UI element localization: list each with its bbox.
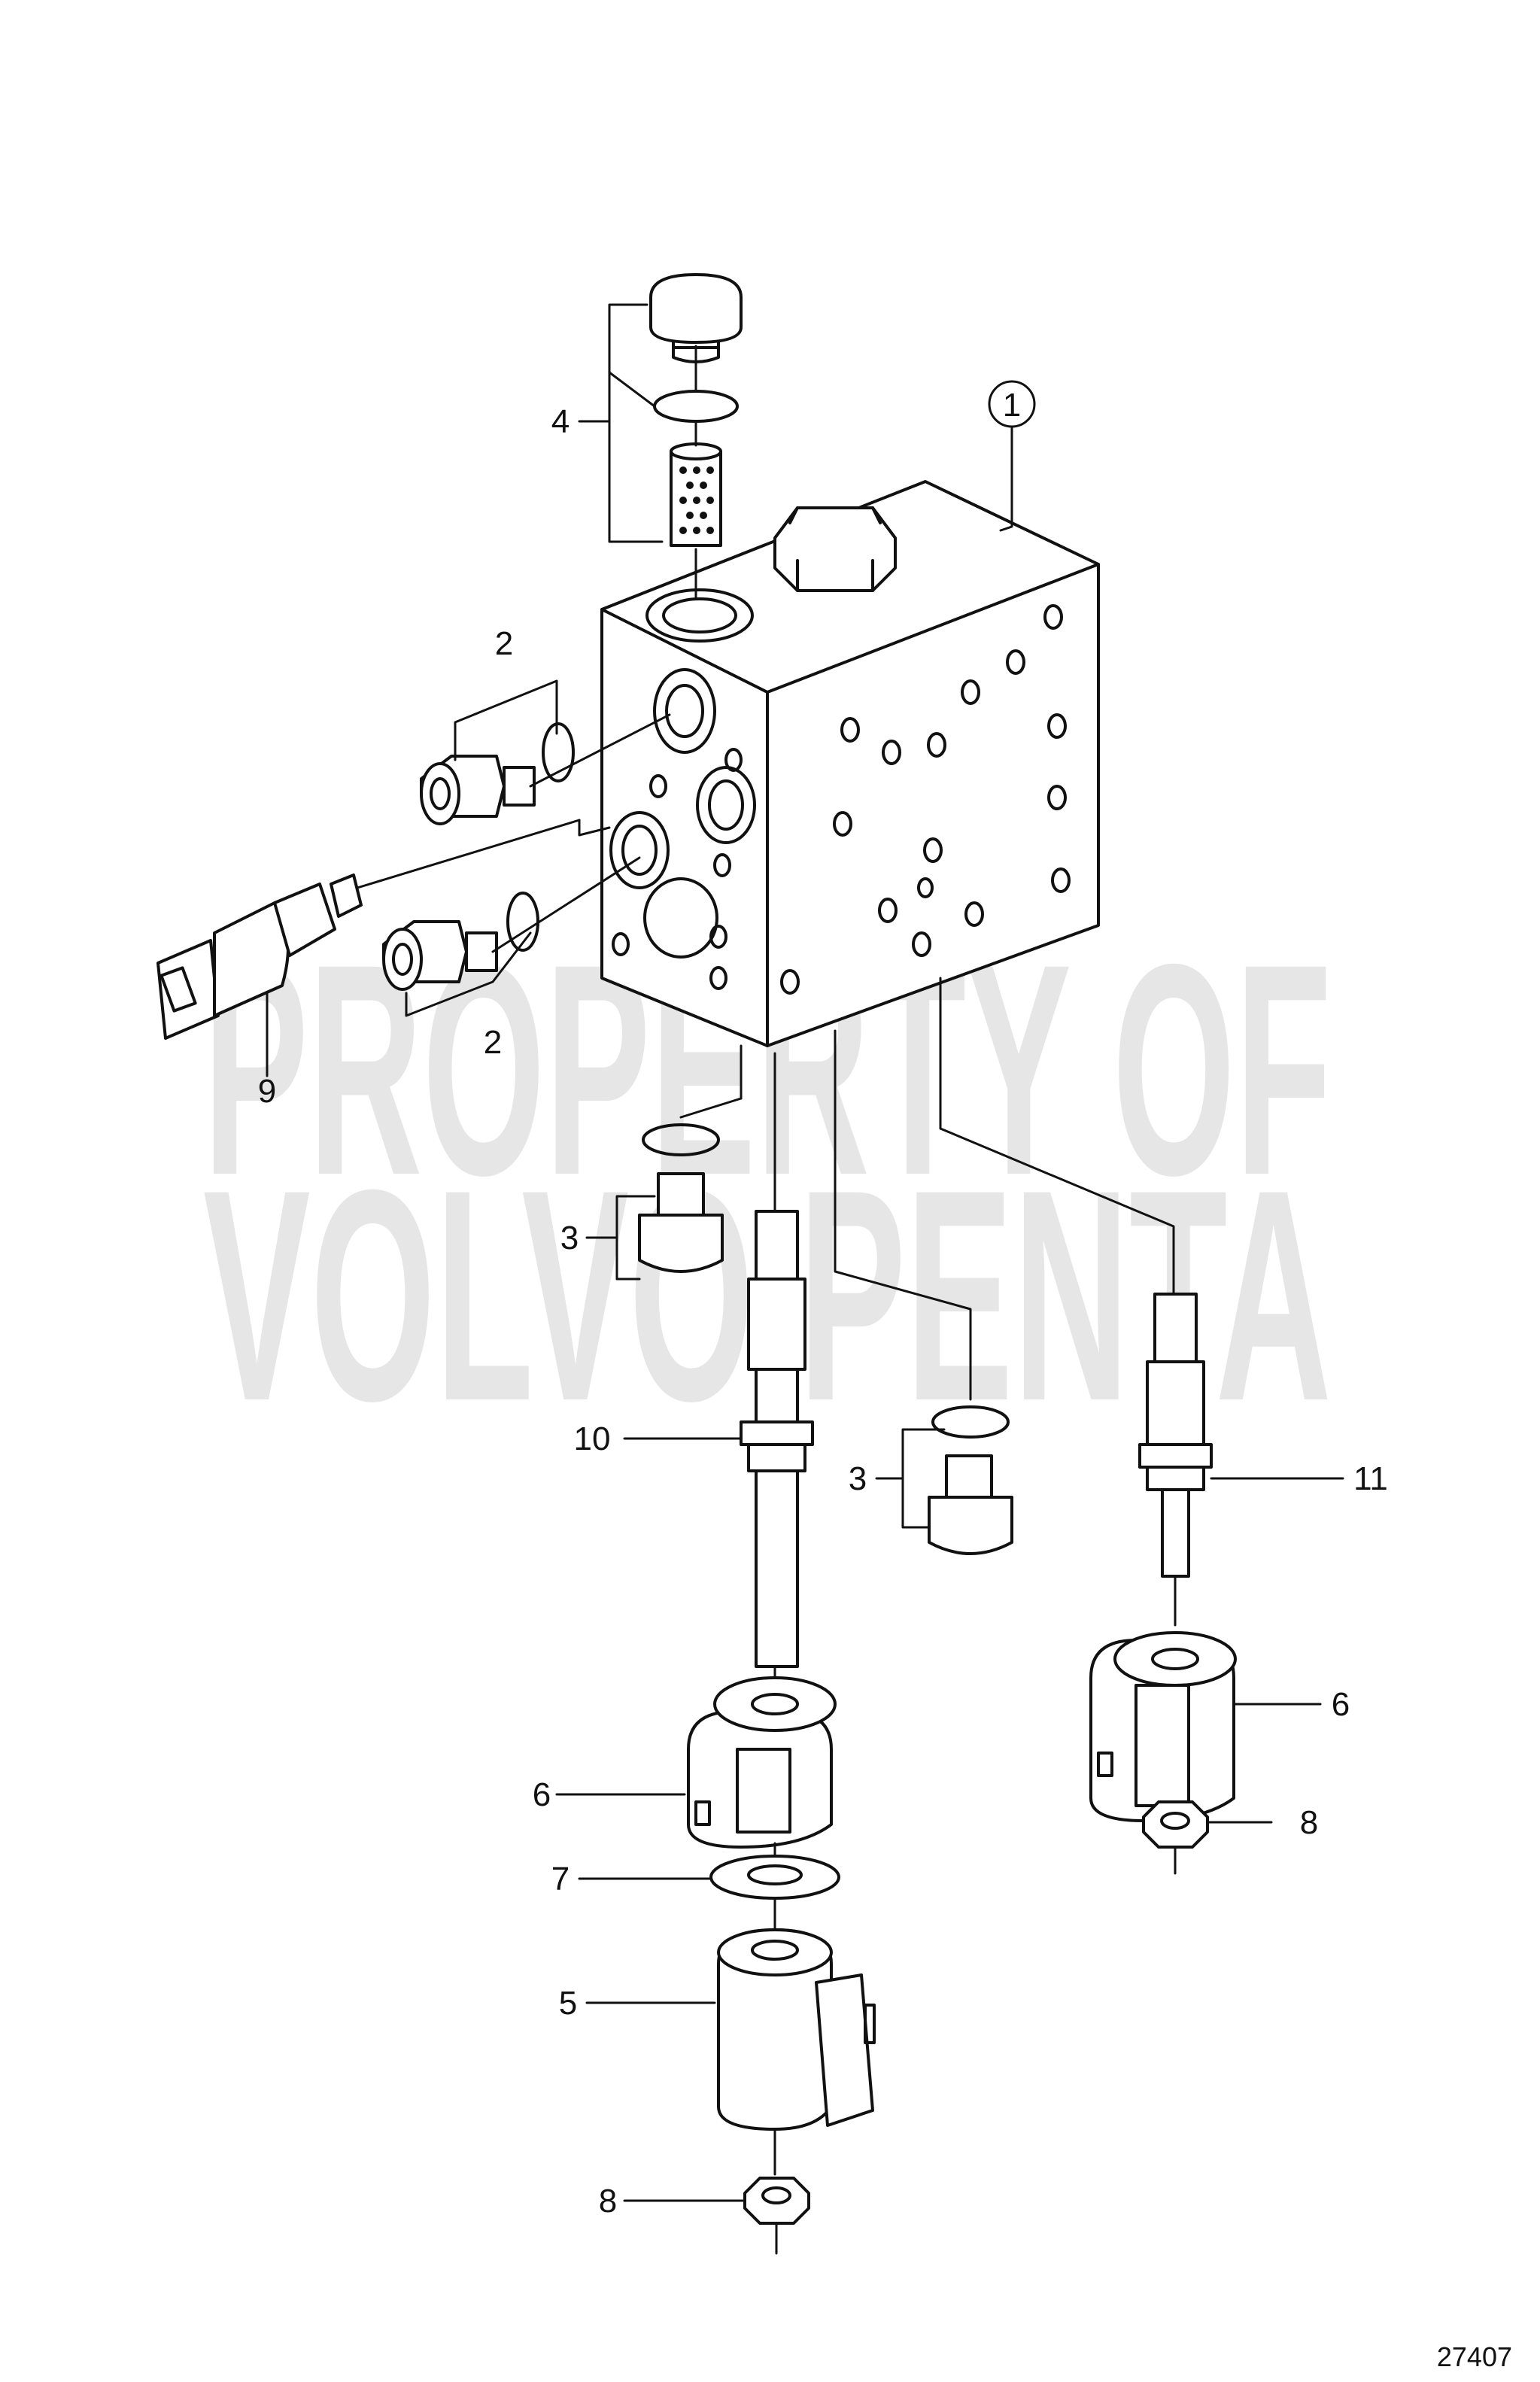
pressure-sensor [156, 819, 611, 1077]
cartridge-valve-10 [623, 1052, 814, 1709]
callout-6-right: 6 [1332, 1686, 1350, 1723]
callout-1-leader [999, 424, 1013, 532]
callout-3-middle: 3 [849, 1460, 867, 1497]
callout-2-upper: 2 [495, 625, 513, 662]
plug-middle [834, 1029, 1013, 1555]
callout-3-left: 3 [560, 1220, 579, 1256]
callout-1-circle [988, 380, 1036, 428]
solenoid-coil [585, 1928, 876, 2176]
callout-1: 1 [1003, 387, 1021, 424]
cartridge-valve-11 [939, 977, 1344, 1627]
callout-8-left: 8 [599, 2183, 617, 2219]
callout-9: 9 [258, 1073, 276, 1110]
valve-block [600, 480, 1100, 1047]
callout-8-right: 8 [1300, 1804, 1318, 1841]
plug-left [585, 1044, 743, 1281]
callout-2-lower: 2 [484, 1024, 502, 1061]
callout-10: 10 [574, 1420, 611, 1457]
callout-labels: 1 4 2 2 9 3 10 3 11 6 6 8 7 5 8 [258, 387, 1388, 2219]
callout-4: 4 [551, 403, 570, 440]
fitting-upper [420, 679, 671, 825]
nut-left [623, 2177, 810, 2255]
nut-right [1142, 1800, 1273, 1875]
callout-7: 7 [551, 1861, 570, 1897]
coil-right [1089, 1631, 1322, 1871]
coil-left [555, 1676, 837, 1867]
strainer-assembly [578, 273, 743, 600]
callout-6-left: 6 [533, 1776, 551, 1813]
fitting-lower [382, 856, 641, 1017]
callout-5: 5 [559, 1985, 577, 2022]
callout-11: 11 [1353, 1460, 1388, 1497]
figure-id: 27407 [1437, 2341, 1512, 2372]
washer [578, 1855, 840, 1931]
